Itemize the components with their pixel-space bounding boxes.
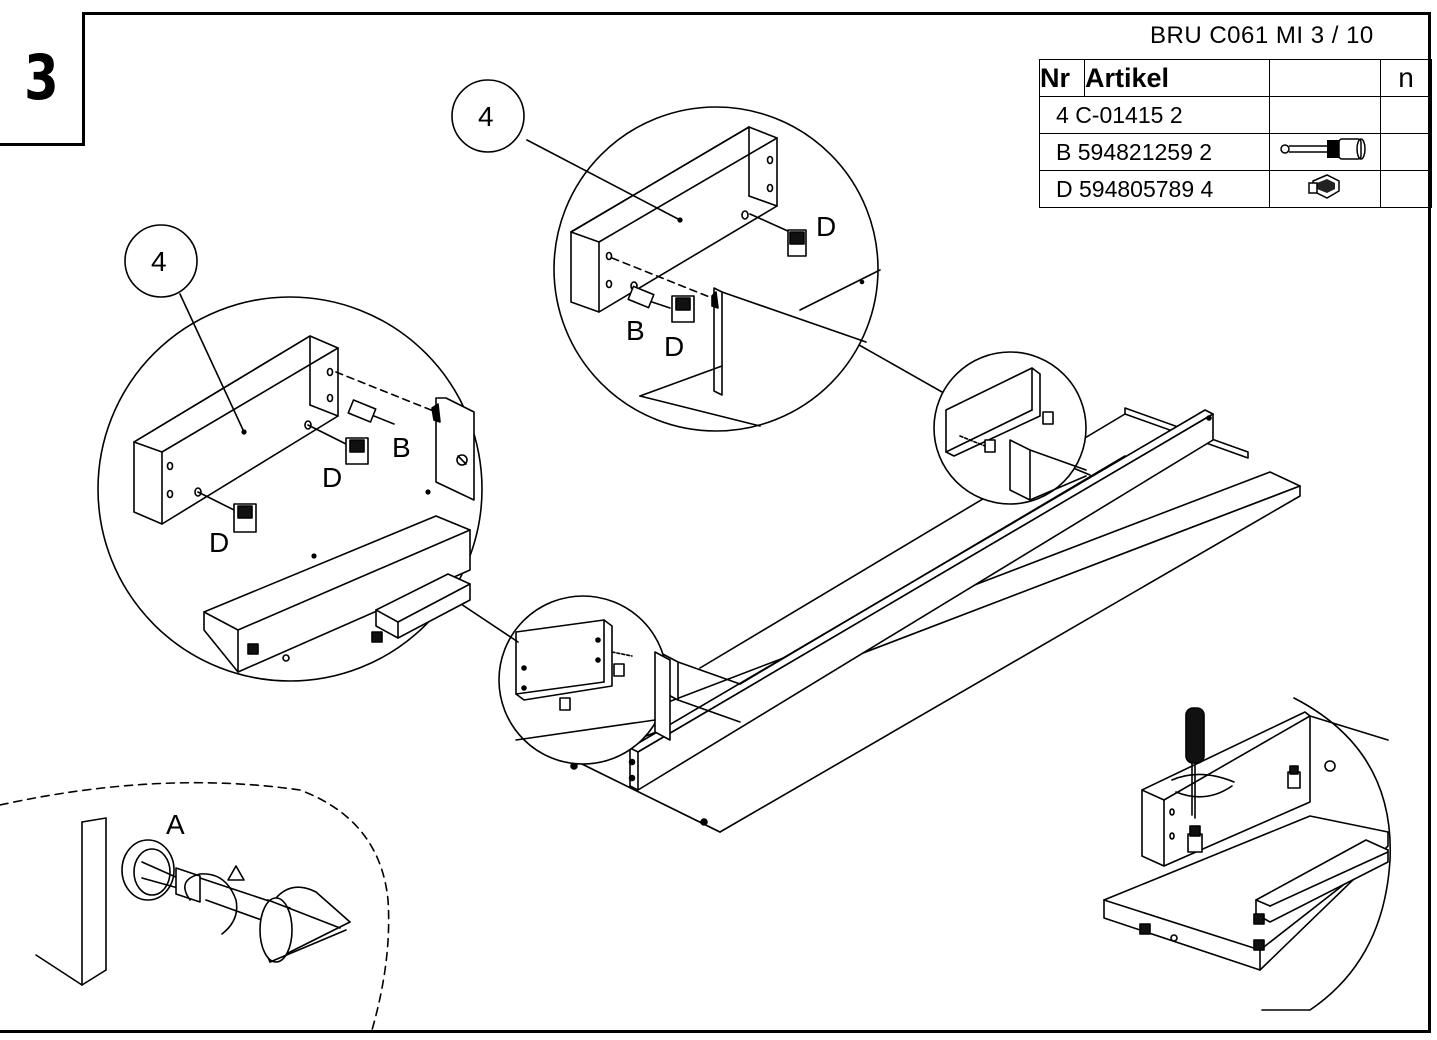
row-qty: 2	[1169, 101, 1183, 128]
row-artikel: 594821259	[1077, 138, 1193, 165]
row-nr: 4	[1056, 101, 1069, 128]
header-icon	[1269, 59, 1381, 97]
row-artikel: C-01415	[1075, 101, 1164, 128]
row-artikel: 594805789	[1079, 175, 1195, 202]
row-qty: 2	[1199, 138, 1213, 165]
row-nr: B	[1056, 138, 1072, 165]
row-icon-cell	[1269, 133, 1381, 171]
row-part-cell: D 594805789 4	[1039, 170, 1270, 208]
parts-table-header: Nr Artikel n	[1039, 59, 1432, 97]
header-n: n	[1380, 59, 1432, 97]
table-row: 4 C-01415 2	[1039, 96, 1432, 134]
step-number: 3	[24, 40, 60, 114]
row-nr: D	[1056, 175, 1073, 202]
row-n-cell	[1380, 133, 1432, 171]
step-badge: 3	[0, 12, 85, 146]
dowel-screw-icon	[1280, 138, 1366, 160]
table-row: D 594805789 4	[1039, 170, 1432, 208]
row-qty: 4	[1200, 175, 1214, 202]
row-n-cell	[1380, 96, 1432, 134]
header-artikel: Artikel	[1084, 59, 1270, 97]
cam-lock-icon	[1308, 174, 1340, 199]
row-part-cell: 4 C-01415 2	[1039, 96, 1270, 134]
table-row: B 594821259 2	[1039, 133, 1432, 171]
document-code: BRU C061 MI 3 / 10	[1150, 22, 1374, 49]
header-nr: Nr	[1039, 59, 1085, 97]
parts-table: Nr Artikel n 4 C-01415 2 B 594821259 2	[1039, 59, 1432, 208]
row-n-cell	[1380, 170, 1432, 208]
row-icon-cell	[1269, 96, 1381, 134]
page-frame	[0, 12, 1431, 1033]
row-part-cell: B 594821259 2	[1039, 133, 1270, 171]
row-icon-cell	[1269, 170, 1381, 208]
